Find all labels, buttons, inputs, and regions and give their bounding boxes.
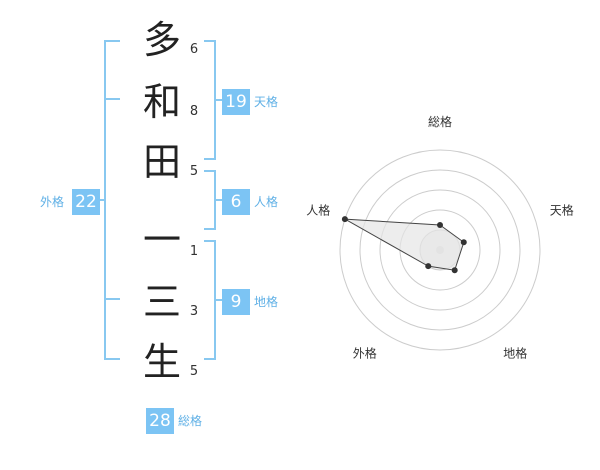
stroke-count-5: 3 — [189, 304, 199, 319]
radar-point-4 — [425, 263, 432, 270]
jinkaku-value: 6 — [222, 189, 250, 215]
radar-axis-label-2: 天格 — [550, 202, 574, 217]
stroke-count-6: 5 — [189, 364, 199, 379]
gaikaku-bracket-tick — [104, 298, 120, 300]
stroke-count-2: 8 — [189, 104, 199, 119]
name-char-5: 三 — [142, 280, 181, 324]
radar-point-3 — [451, 267, 458, 274]
chikaku-connector — [216, 299, 222, 301]
stroke-count-3: 5 — [189, 164, 199, 179]
radar-point-2 — [460, 239, 467, 246]
radar-ring — [339, 149, 541, 351]
gaikaku-bracket-tick — [104, 98, 120, 100]
stroke-count-1: 6 — [189, 42, 199, 57]
radar-ring — [359, 169, 521, 331]
tenkaku-connector — [216, 99, 222, 101]
name-char-1: 多 — [142, 18, 181, 62]
radar-axis-label-4: 外格 — [353, 346, 377, 361]
radar-axis-label-5: 人格 — [306, 202, 330, 217]
name-char-2: 和 — [142, 80, 181, 124]
tenkaku-value: 19 — [222, 89, 250, 115]
jinkaku-bracket — [204, 170, 216, 230]
chikaku-label: 地格 — [254, 295, 279, 309]
gaikaku-value: 22 — [72, 189, 100, 215]
gaikaku-bracket — [104, 40, 120, 360]
tenkaku-label: 天格 — [254, 95, 279, 109]
radar-axis-label-3: 地格 — [503, 346, 527, 361]
radar-point-5 — [341, 216, 348, 223]
stroke-count-4: 1 — [189, 244, 199, 259]
name-char-6: 生 — [142, 340, 181, 384]
name-char-3: 田 — [142, 140, 181, 184]
radar-ring — [379, 189, 501, 311]
chikaku-value: 9 — [222, 289, 250, 315]
soukaku-label: 総格 — [178, 414, 203, 428]
soukaku-value: 28 — [146, 408, 174, 434]
radar-axis-label-1: 総格 — [428, 114, 452, 129]
jinkaku-label: 人格 — [254, 195, 279, 209]
gaikaku-label: 外格 — [40, 195, 65, 209]
tenkaku-bracket — [204, 40, 216, 160]
radar-point-1 — [437, 222, 443, 228]
name-char-4: 一 — [142, 218, 181, 262]
chikaku-bracket — [204, 240, 216, 360]
jinkaku-connector — [216, 199, 222, 201]
radar-polygon — [344, 218, 465, 271]
